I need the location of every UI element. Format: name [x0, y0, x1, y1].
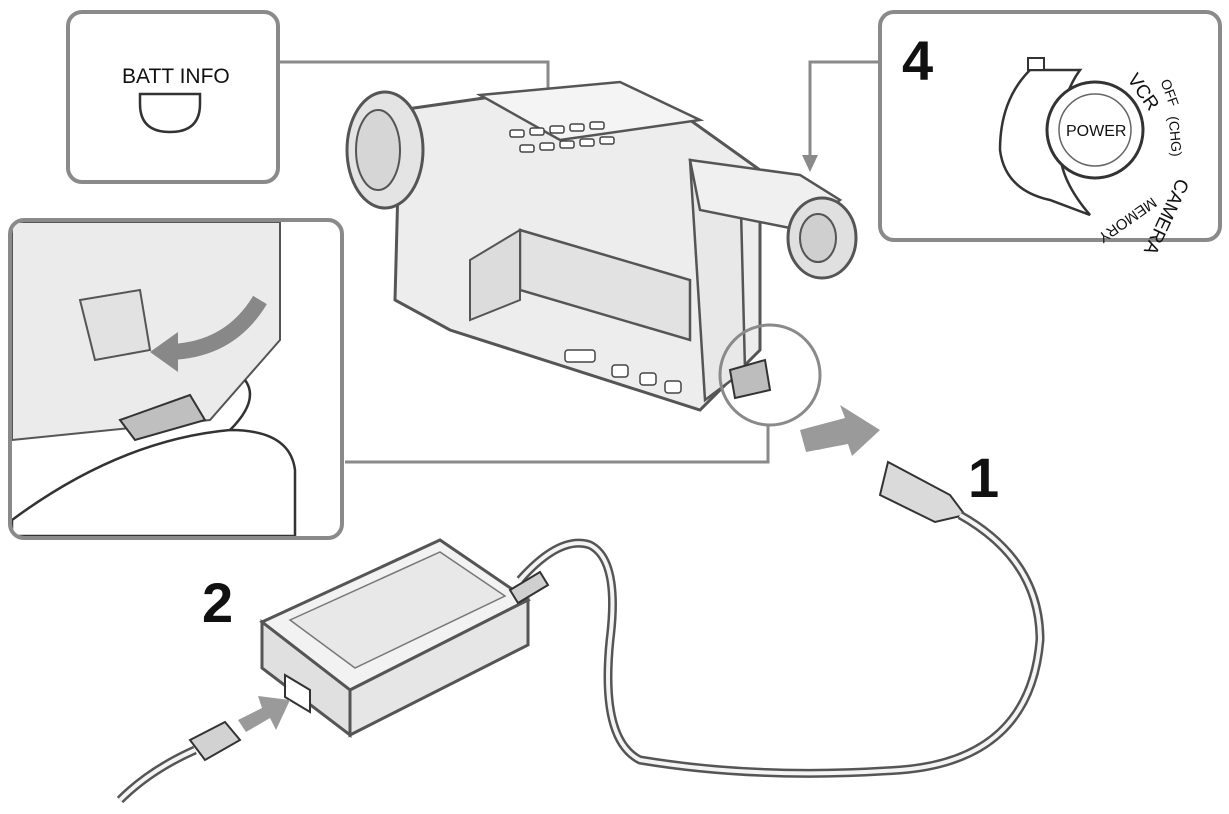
- camcorder-illustration: [345, 80, 858, 412]
- step-1-number: 1: [968, 446, 999, 509]
- batt-info-callout: BATT INFO: [66, 10, 280, 184]
- insert-arrow-1: [800, 405, 880, 456]
- ac-cord: [116, 696, 290, 804]
- dial-chg-label: (CHG): [1166, 116, 1185, 158]
- power-switch-callout: 4 POWER VCR OFF (CHG) CAMERA MEMORY: [878, 10, 1222, 258]
- dc-plug: [800, 405, 967, 524]
- step-2-number: 2: [202, 571, 233, 634]
- power-label: POWER: [1066, 123, 1126, 140]
- power-dial: [1045, 80, 1145, 180]
- batt-info-label: BATT INFO: [122, 65, 230, 88]
- insert-arrow-2: [238, 696, 290, 732]
- step-4-number: 4: [902, 29, 933, 92]
- dc-in-highlight: [718, 323, 822, 427]
- dc-in-leader: [345, 425, 770, 464]
- batt-info-button: [138, 92, 202, 134]
- dc-in-inset: [8, 218, 344, 540]
- ac-adapter: [259, 538, 550, 739]
- power-switch-leader: [808, 60, 880, 165]
